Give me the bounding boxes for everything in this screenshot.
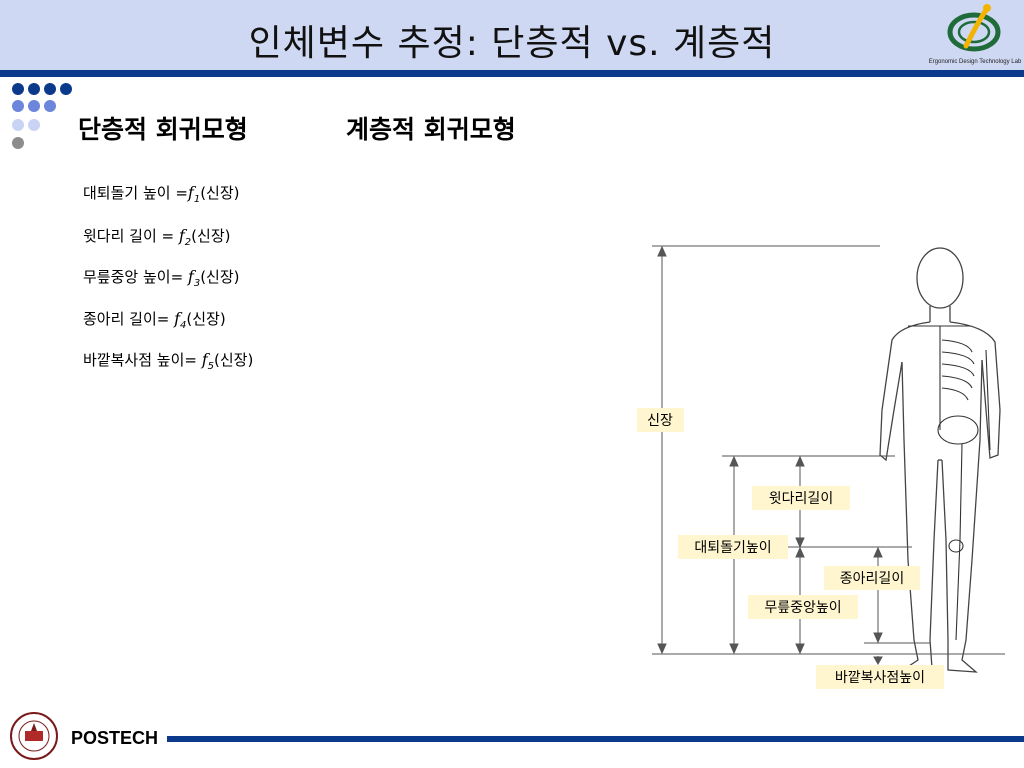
dot-light [12, 119, 24, 131]
function-symbol: f [187, 183, 194, 202]
trochanter-dimension [722, 455, 895, 655]
equation-label: 종아리 길이= [83, 310, 175, 328]
human-body-outline [879, 247, 1001, 673]
label-trochanter-height: 대퇴돌기높이 [694, 540, 771, 556]
function-argument: (신장) [186, 310, 226, 328]
equation-label: 바깥복사점 높이= [83, 351, 202, 369]
dot-mid [44, 100, 56, 112]
function-index: 3 [193, 278, 201, 289]
function-symbol: f [201, 350, 208, 369]
dot-dark [28, 83, 40, 95]
header-bar: 인체변수 추정: 단층적 vs. 계층적 Ergonomic Design Te… [0, 0, 1024, 70]
function-symbol: f [187, 267, 194, 286]
dot-mid [12, 100, 24, 112]
slide-title: 인체변수 추정: 단층적 vs. 계층적 [248, 23, 776, 64]
dot-dark [12, 83, 24, 95]
header-divider [0, 70, 1024, 77]
function-symbol: f [174, 309, 181, 328]
label-ankle-height: 바깥복사점높이 [835, 670, 925, 686]
function-argument: (신장) [200, 184, 240, 202]
equation-label: 무릎중앙 높이= [83, 268, 188, 286]
equation-2: 윗다리 길이 = f2(신장) [83, 225, 230, 248]
subtitle-hierarchical: 계층적 회귀모형 [346, 115, 516, 144]
function-argument: (신장) [214, 351, 254, 369]
label-knee-height: 무릎중앙높이 [764, 600, 841, 616]
subtitle-single-level: 단층적 회귀모형 [78, 115, 248, 144]
label-thigh-length: 윗다리길이 [769, 491, 833, 507]
function-argument: (신장) [191, 227, 231, 245]
lab-logo-icon [947, 4, 1001, 52]
footer-brand: POSTECH [71, 728, 159, 748]
footer-divider [167, 736, 1024, 742]
dot-dark [44, 83, 56, 95]
university-seal-icon [10, 712, 58, 760]
skeleton-overlay [908, 325, 991, 641]
equation-3: 무릎중앙 높이= f3(신장) [83, 266, 240, 289]
equation-4: 종아리 길이= f4(신장) [83, 308, 226, 331]
function-index: 1 [193, 194, 201, 205]
function-index: 5 [207, 361, 215, 372]
equation-5: 바깥복사점 높이= f5(신장) [83, 349, 253, 372]
label-calf-length: 종아리길이 [840, 571, 904, 587]
equation-1: 대퇴돌기 높이 =f1(신장) [83, 182, 240, 205]
function-index: 4 [180, 320, 187, 331]
dot-gray [12, 137, 24, 149]
dot-mid [28, 100, 40, 112]
calf-length-dimension [864, 546, 930, 644]
function-symbol: f [178, 226, 185, 245]
dot-light [28, 119, 40, 131]
function-argument: (신장) [200, 268, 240, 286]
equation-label: 윗다리 길이 = [83, 227, 179, 245]
label-stature: 신장 [647, 413, 673, 429]
lab-logo-text: Ergonomic Design Technology Lab [928, 59, 1022, 65]
equation-label: 대퇴돌기 높이 = [83, 184, 188, 202]
function-index: 2 [184, 237, 192, 248]
dot-dark [60, 83, 72, 95]
stature-dimension [652, 245, 1005, 655]
